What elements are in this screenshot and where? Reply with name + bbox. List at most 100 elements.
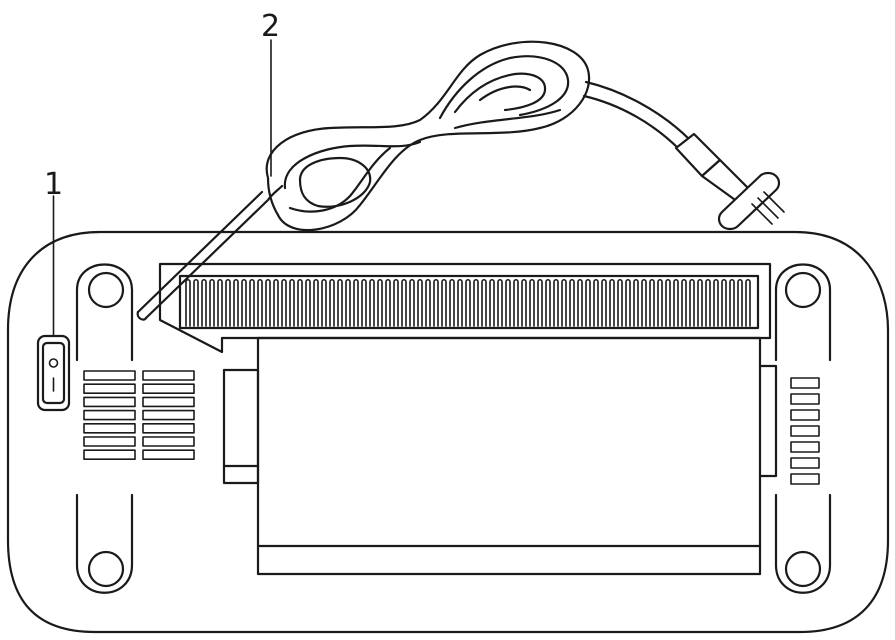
heatsink-fins	[185, 278, 751, 327]
heatsink-fin	[545, 278, 551, 327]
heatsink-fin	[473, 278, 479, 327]
heatsink-fin	[441, 278, 447, 327]
vent-slot	[790, 457, 820, 469]
vent-slot	[790, 377, 820, 389]
heatsink-fin	[737, 278, 743, 327]
heatsink-fin	[241, 278, 247, 327]
vent-slot	[790, 393, 820, 405]
heatsink-fin	[601, 278, 607, 327]
callout-1-number: 1	[44, 167, 63, 202]
heatsink-fin	[689, 278, 695, 327]
heatsink-fin	[593, 278, 599, 327]
vent-slot	[83, 383, 136, 395]
heatsink-fin	[225, 278, 231, 327]
vent-slot	[790, 409, 820, 421]
heatsink-fin	[665, 278, 671, 327]
heatsink-fin	[329, 278, 335, 327]
heatsink-fin	[673, 278, 679, 327]
left-vent-grid	[83, 370, 195, 461]
vent-slot	[790, 473, 820, 485]
heatsink-fin	[569, 278, 575, 327]
heatsink-fin	[265, 278, 271, 327]
heatsink-fin	[505, 278, 511, 327]
heatsink-fin	[577, 278, 583, 327]
heatsink-fin	[721, 278, 727, 327]
heatsink-fin	[393, 278, 399, 327]
heatsink-fin	[369, 278, 375, 327]
heatsink-fin	[585, 278, 591, 327]
vent-slot	[142, 383, 195, 395]
heatsink-fin	[561, 278, 567, 327]
heatsink-fin	[233, 278, 239, 327]
heatsink-fin	[521, 278, 527, 327]
heatsink-fin	[745, 278, 751, 327]
heatsink-fin	[713, 278, 719, 327]
heatsink-fin	[641, 278, 647, 327]
vent-slot	[790, 425, 820, 437]
heatsink-fin	[361, 278, 367, 327]
vent-slot	[83, 370, 136, 381]
heatsink-fin	[433, 278, 439, 327]
vent-slot	[83, 409, 136, 421]
heatsink-fin	[417, 278, 423, 327]
heatsink-fin	[681, 278, 687, 327]
right-connector	[758, 364, 778, 478]
heatsink-fin	[217, 278, 223, 327]
heatsink-fin	[401, 278, 407, 327]
heatsink-fin	[625, 278, 631, 327]
vent-slot	[83, 396, 136, 408]
heatsink-fin	[257, 278, 263, 327]
heatsink-fin	[377, 278, 383, 327]
heatsink-fin	[457, 278, 463, 327]
heatsink-fin	[273, 278, 279, 327]
heatsink-fin	[553, 278, 559, 327]
heatsink-fin	[729, 278, 735, 327]
heatsink-fin	[425, 278, 431, 327]
heatsink-fin	[201, 278, 207, 327]
power-switch	[36, 334, 71, 412]
heatsink-fin	[497, 278, 503, 327]
heatsink-fin	[209, 278, 215, 327]
heatsink-fin	[249, 278, 255, 327]
power-cord	[136, 40, 785, 321]
battery-cover-panel	[256, 336, 762, 576]
heatsink-fin	[529, 278, 535, 327]
foot-bottom-right	[784, 550, 822, 588]
vent-slot	[142, 409, 195, 421]
heatsink-fin	[337, 278, 343, 327]
heatsink-fin	[353, 278, 359, 327]
heatsink-fin	[385, 278, 391, 327]
vent-slot	[142, 449, 195, 461]
heatsink-fin	[409, 278, 415, 327]
heatsink-fin	[617, 278, 623, 327]
heatsink-fin	[345, 278, 351, 327]
vent-slot	[790, 441, 820, 453]
foot-bottom-left	[87, 550, 125, 588]
right-foot-strip	[774, 263, 832, 594]
heatsink-fin	[633, 278, 639, 327]
foot-top-right	[784, 271, 822, 309]
vent-slot	[142, 422, 195, 434]
vent-slot	[83, 436, 136, 447]
heatsink-fin	[537, 278, 543, 327]
cable-channel-frame	[158, 262, 772, 354]
device-base-outline	[6, 230, 890, 634]
foot-top-left	[87, 271, 125, 309]
heatsink-fin	[481, 278, 487, 327]
heatsink-fin	[305, 278, 311, 327]
heatsink-fin	[289, 278, 295, 327]
heatsink-fin	[281, 278, 287, 327]
vent-slot	[142, 396, 195, 408]
heatsink-fin	[313, 278, 319, 327]
heatsink-fin	[649, 278, 655, 327]
heatsink-fin	[489, 278, 495, 327]
heatsink-fin	[465, 278, 471, 327]
vent-slot	[142, 370, 195, 381]
heatsink-fin	[321, 278, 327, 327]
heatsink-fin	[513, 278, 519, 327]
right-vent-column	[790, 377, 820, 485]
heatsink-fin	[609, 278, 615, 327]
heatsink-fin	[697, 278, 703, 327]
vent-slot	[142, 436, 195, 447]
